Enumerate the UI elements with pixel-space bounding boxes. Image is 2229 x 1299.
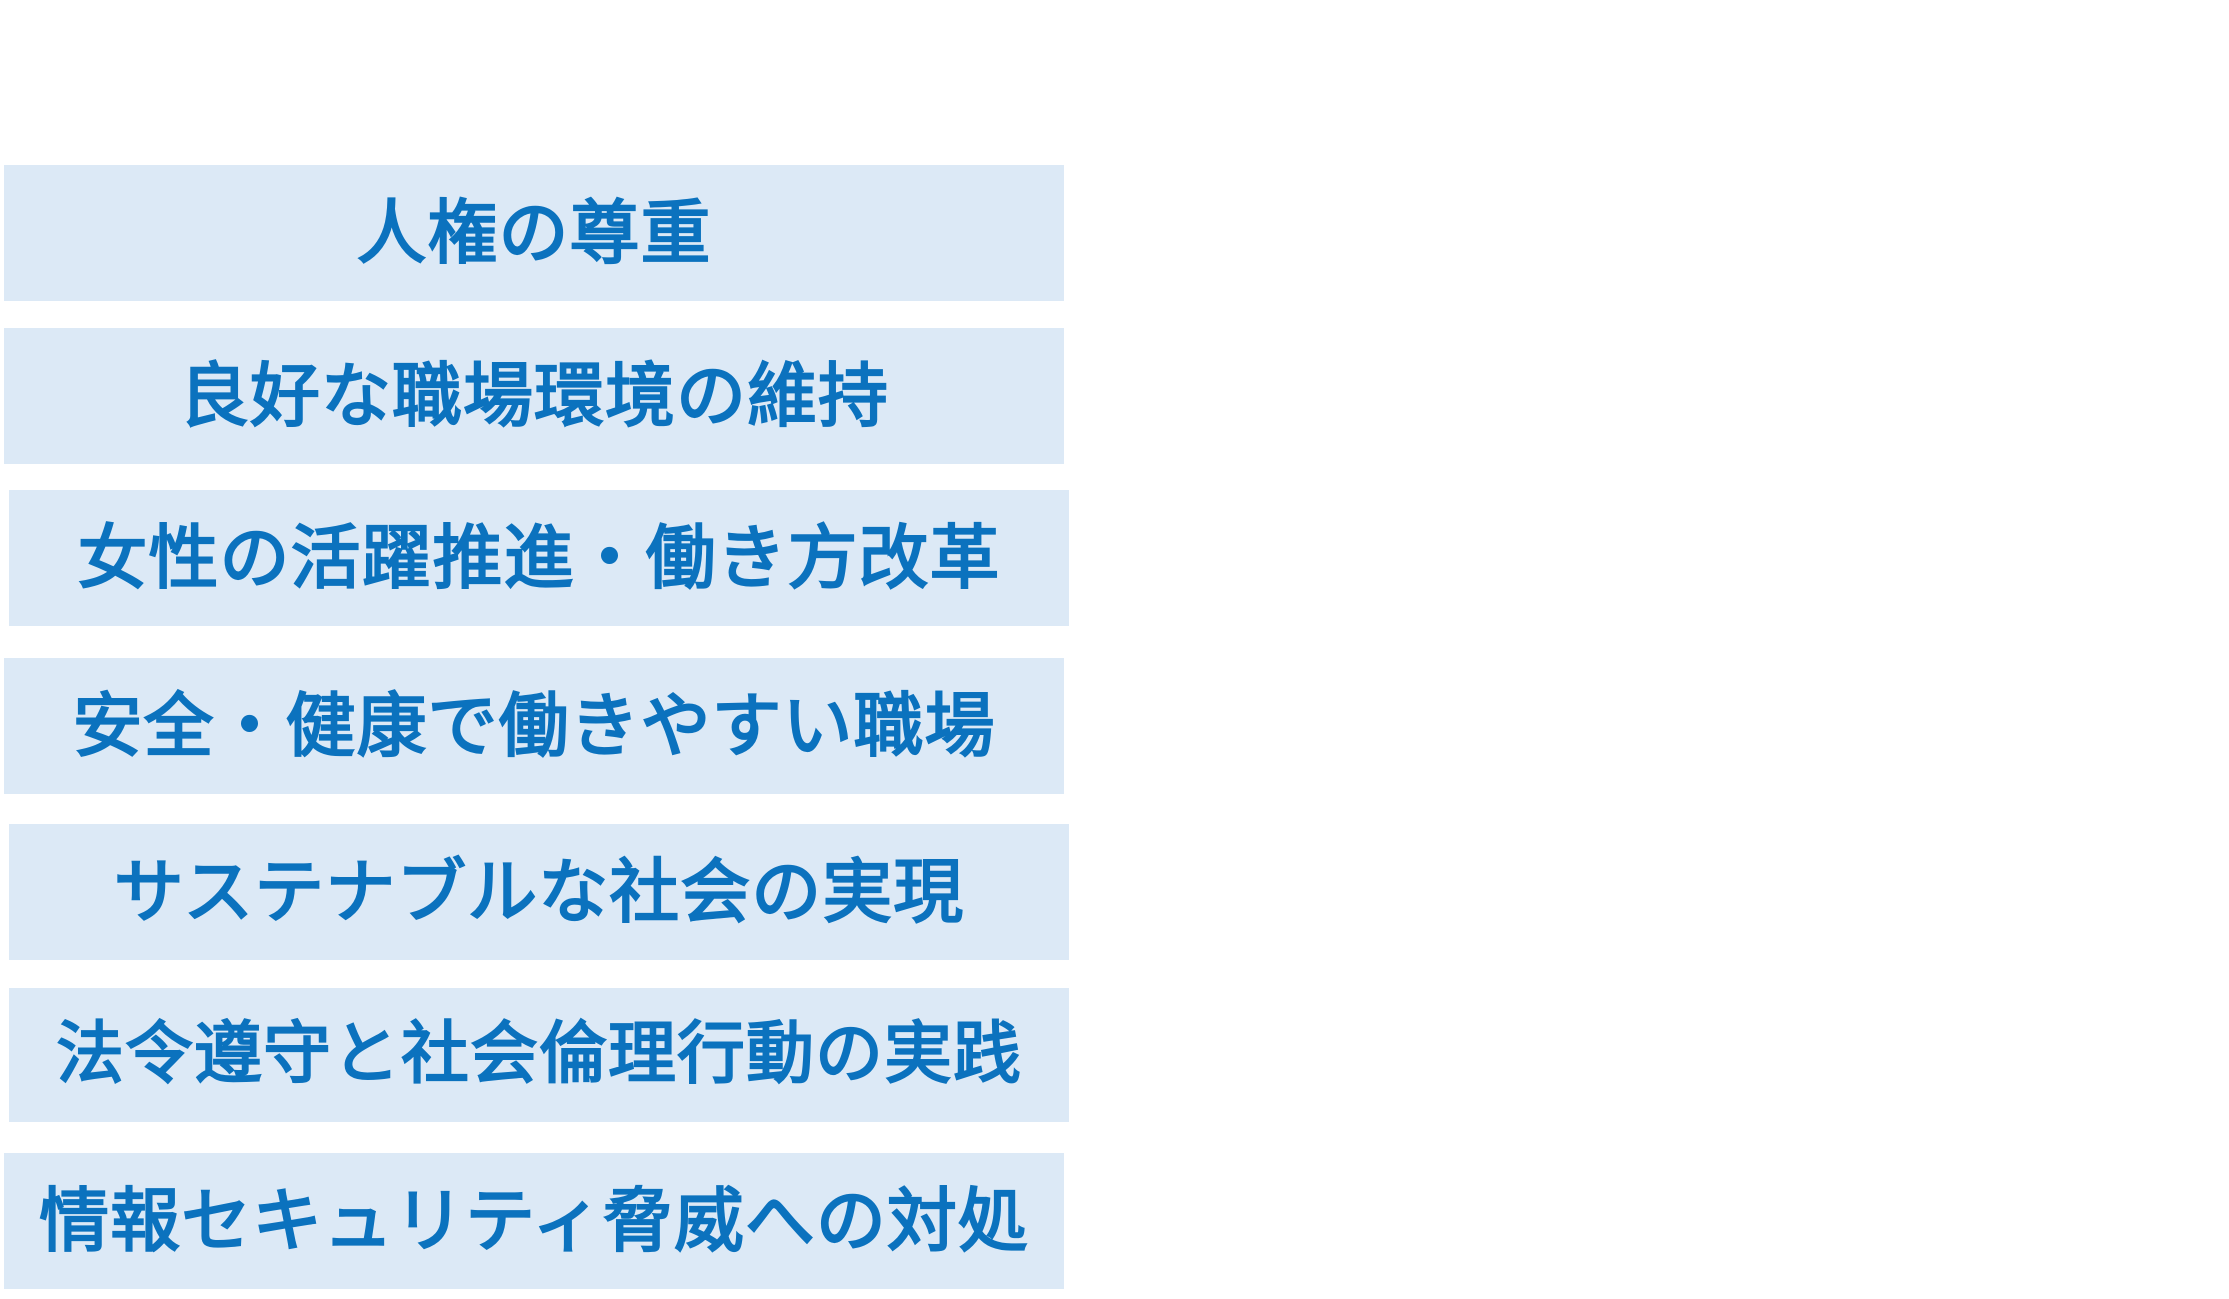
topic-label: 情報セキュリティ脅威への対処	[39, 1180, 1029, 1262]
topic-box-sustainable-society: サステナブルな社会の実現	[9, 824, 1069, 960]
topic-label: 女性の活躍推進・働き方改革	[77, 517, 1001, 599]
topic-box-safety-health: 安全・健康で働きやすい職場	[4, 658, 1064, 794]
topic-label: 法令遵守と社会倫理行動の実践	[55, 1015, 1022, 1094]
topic-label: サステナブルな社会の実現	[113, 851, 965, 933]
topic-box-human-rights: 人権の尊重	[4, 165, 1064, 301]
topic-label: 良好な職場環境の維持	[179, 355, 889, 437]
topic-box-compliance-ethics: 法令遵守と社会倫理行動の実践	[9, 988, 1069, 1122]
topic-label: 安全・健康で働きやすい職場	[72, 685, 996, 767]
topic-label: 人権の尊重	[356, 192, 712, 274]
topic-box-information-security: 情報セキュリティ脅威への対処	[4, 1153, 1064, 1289]
topic-box-women-work-reform: 女性の活躍推進・働き方改革	[9, 490, 1069, 626]
topic-box-workplace-environment: 良好な職場環境の維持	[4, 328, 1064, 464]
